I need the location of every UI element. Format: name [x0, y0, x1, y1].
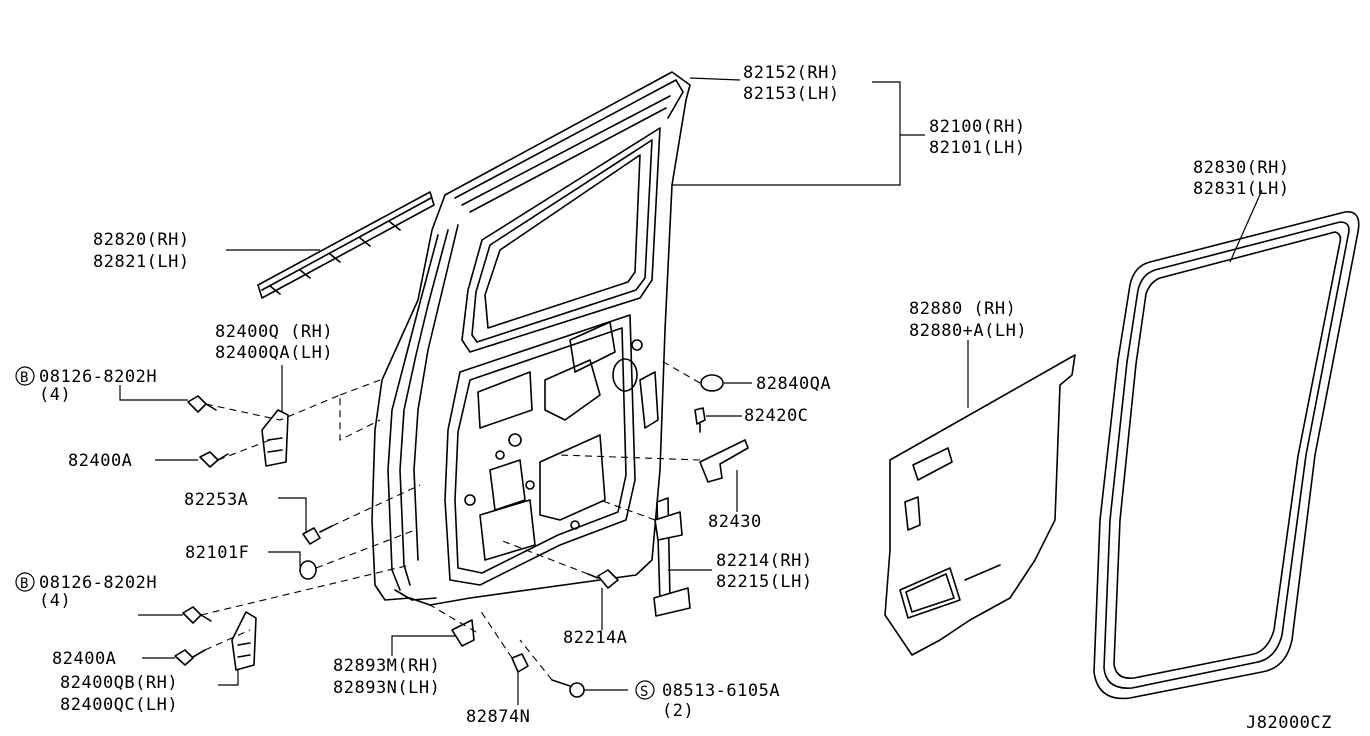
label-82874N: 82874N: [466, 707, 530, 727]
diagram-code: J82000CZ: [1246, 713, 1332, 733]
weatherstrip-drawing: [1093, 211, 1360, 700]
label-82880: 82880 (RH): [909, 299, 1016, 319]
label-82400Q: 82400Q (RH): [215, 322, 333, 342]
part-labels: 82152(RH) 82153(LH) 82100(RH) 82101(LH) …: [20, 63, 1332, 733]
label-82420C: 82420C: [744, 406, 808, 426]
label-82400A-upper: 82400A: [68, 451, 132, 471]
label-82400QC: 82400QC(LH): [60, 695, 178, 715]
bolt-symbol-circle-1: [15, 366, 35, 386]
label-82840QA: 82840QA: [756, 374, 831, 394]
trim-panel-drawing: [884, 354, 1076, 656]
label-82893M: 82893M(RH): [333, 656, 440, 676]
assembly-dashes: [200, 359, 701, 681]
label-82831: 82831(LH): [1193, 179, 1290, 199]
bolt-symbol-2: B: [20, 576, 29, 592]
label-bolt-08126-1: 08126-8202H: [39, 367, 157, 387]
label-82253A: 82253A: [184, 490, 248, 510]
moulding-strip-drawing: [257, 191, 435, 299]
label-82400QB: 82400QB(RH): [60, 673, 178, 693]
bolt-symbol-1: B: [20, 370, 29, 386]
label-82101: 82101(LH): [929, 138, 1026, 158]
leader-lines: [119, 77, 1263, 705]
label-82820: 82820(RH): [93, 230, 190, 250]
screw-symbol-circle: [635, 680, 655, 700]
label-82830: 82830(RH): [1193, 158, 1290, 178]
label-82153: 82153(LH): [743, 84, 840, 104]
upper-hinge-drawing: [261, 409, 289, 467]
label-82214: 82214(RH): [716, 551, 813, 571]
label-82100: 82100(RH): [929, 117, 1026, 137]
label-82101F: 82101F: [185, 543, 249, 563]
label-82214A: 82214A: [563, 628, 627, 648]
label-screw-qty: (2): [662, 701, 694, 721]
label-82400QA: 82400QA(LH): [215, 343, 333, 363]
label-bolt-qty-1: (4): [39, 385, 71, 405]
screw-symbol: S: [640, 684, 649, 700]
label-bolt-qty-2: (4): [39, 591, 71, 611]
label-82893N: 82893N(LH): [333, 678, 440, 698]
bolt-shapes: [174, 374, 749, 698]
label-screw-08513: 08513-6105A: [662, 681, 780, 701]
label-82430: 82430: [708, 512, 762, 532]
label-82152: 82152(RH): [743, 63, 840, 83]
door-shell-drawing: [371, 71, 691, 606]
label-82400A-lower: 82400A: [52, 649, 116, 669]
label-82821: 82821(LH): [93, 252, 190, 272]
lower-hinge-drawing: [231, 611, 257, 671]
label-82215: 82215(LH): [716, 572, 813, 592]
label-bolt-08126-2: 08126-8202H: [39, 573, 157, 593]
label-82880A: 82880+A(LH): [909, 321, 1027, 341]
bolt-symbol-circle-2: [15, 572, 35, 592]
